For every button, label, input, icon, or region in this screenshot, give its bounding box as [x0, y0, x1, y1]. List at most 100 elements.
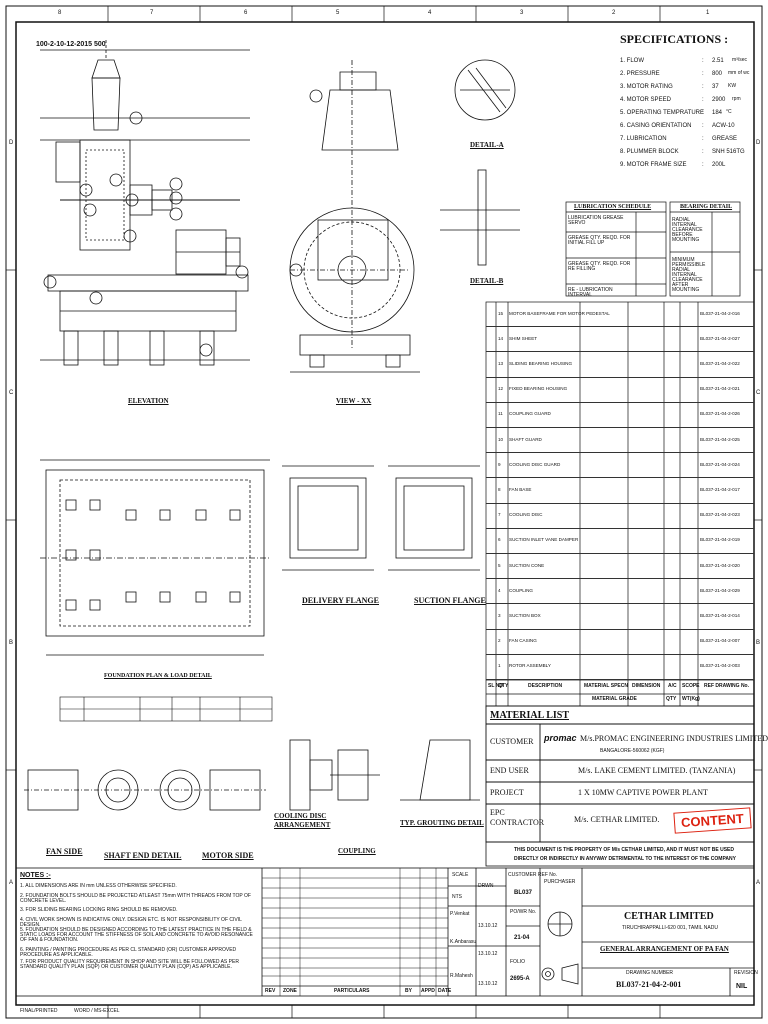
project-value: 1 X 10MW CAPTIVE POWER PLANT — [578, 788, 708, 797]
bom-description: SUCTION INLET VANE DAMPER — [509, 537, 579, 543]
spec-label: 9. MOTOR FRAME SIZE — [620, 162, 687, 168]
view-label-coupling: COUPLING — [338, 847, 376, 855]
drawn-by: P.Venkat — [450, 911, 470, 917]
footer-left: FINAL/PRINTED — [20, 1008, 58, 1014]
folio-value: 2695-A — [510, 976, 530, 982]
bom-description: COOLING DISC — [509, 512, 543, 518]
bom-header-qty: QTY — [498, 683, 509, 689]
spec-unit: rpm — [732, 96, 741, 102]
notice-line: DIRECTLY OR INDIRECTLY IN ANYWAY DETRIME… — [514, 856, 736, 862]
zone-letter: B — [9, 640, 14, 646]
bom-description: COUPLING GUARD — [509, 411, 551, 417]
spec-label: 8. PLUMMER BLOCK — [620, 149, 679, 155]
spec-label: 2. PRESSURE — [620, 71, 660, 77]
lubrication-title: LUBRICATION SCHEDULE — [574, 204, 652, 210]
bom-description: COUPLING — [509, 587, 533, 593]
bom-header-slno: SL NO — [488, 683, 504, 689]
bearing-row: RADIAL INTERNAL CLEARANCE BEFORE MOUNTIN… — [672, 217, 703, 243]
bom-item-number: 11 — [498, 411, 503, 417]
bom-ref-drawing: BL037-21-04-2-020 — [700, 562, 740, 568]
note-item: 6. PAINTING / PAINTING PROCEDURE AS PER … — [20, 947, 237, 958]
lubrication-row: GREASE QTY. REQD. FOR RE FILLING — [568, 261, 631, 272]
bom-item-number: 12 — [498, 386, 504, 392]
bom-header-scope: SCOPE — [682, 683, 700, 689]
spec-row: 2. PRESSURE : 800 mm of wc — [620, 70, 750, 78]
bom-ref-drawing: BL037-21-04-2-014 — [700, 612, 740, 618]
notice-line: THIS DOCUMENT IS THE PROPERTY OF M/s CET… — [514, 847, 735, 853]
spec-row: 9. MOTOR FRAME SIZE : 200L — [620, 162, 726, 168]
bom-header-grade: MATERIAL GRADE — [592, 696, 637, 702]
epc-value: M/s. CETHAR LIMITED. — [574, 815, 660, 824]
bom-item-number: 8 — [498, 486, 501, 492]
spec-unit: KW — [728, 83, 737, 89]
footer-right: WORD / MS-EXCEL — [74, 1008, 120, 1014]
bom-description: ROTOR ASSEMBLY — [509, 663, 551, 669]
bom-description: MOTOR BASEFRAME FOR MOTOR PEDESTAL — [509, 310, 610, 316]
spec-unit: mm of wc — [728, 70, 750, 76]
bom-ref-drawing: BL037-21-04-2-024 — [700, 461, 740, 467]
note-item: 5. FOUNDATION SHOULD BE DESIGNED ACCORDI… — [20, 927, 253, 943]
zone-number: 5 — [336, 10, 340, 16]
bom-description: FAN BASE — [509, 486, 532, 492]
bearing-title: BEARING DETAIL — [680, 204, 733, 210]
zone-letter: B — [756, 640, 761, 646]
note-item: 3. FOR SLIDING BEARING LOCKING RING SHOU… — [20, 907, 178, 913]
spec-row: 4. MOTOR SPEED : 2900 rpm — [620, 96, 741, 104]
promac-logo: promac — [544, 733, 577, 743]
spec-value: SNH 516TG — [712, 149, 745, 155]
bom-ref-drawing: BL037-21-04-2-021 — [700, 386, 740, 392]
bom-header-dimension: DIMENSION — [632, 683, 661, 689]
bom-description: SUCTION CONE — [509, 562, 545, 568]
zone-letter: C — [9, 390, 14, 396]
drawing-header-code: 100-2-10-12-2015 500 — [36, 41, 106, 48]
project-label: PROJECT — [490, 788, 524, 797]
spec-row: 8. PLUMMER BLOCK : SNH 516TG — [620, 149, 745, 155]
bom-description: FIXED BEARING HOUSING — [509, 386, 568, 392]
spec-value: 37 — [712, 84, 719, 90]
po-label: PO/WR No. — [510, 909, 537, 915]
bearing-row: MINIMUM PERMISSIBLE RADIAL INTERNAL CLEA… — [672, 257, 706, 293]
rev-header-rev: REV — [265, 988, 276, 994]
bom-header-ref: REF DRAWING No. — [704, 683, 749, 689]
zone-letter: D — [9, 140, 14, 146]
bom-description: SHAFT GUARD — [509, 436, 542, 442]
rev-header-by: BY — [405, 988, 412, 994]
spec-label: 3. MOTOR RATING — [620, 84, 673, 90]
bom-ref-drawing: BL037-21-04-2-003 — [700, 663, 740, 669]
bom-item-number: 5 — [498, 562, 501, 568]
company-name: CETHAR LIMITED — [624, 911, 714, 922]
spec-value: 2.51 — [712, 58, 724, 64]
view-label-delivery-flange: DELIVERY FLANGE — [302, 596, 379, 605]
spec-value: 184 — [712, 110, 723, 116]
zone-number: 6 — [244, 10, 248, 16]
bom-item-number: 13 — [498, 360, 504, 366]
customer-ref-label: CUSTOMER REF No. — [508, 872, 558, 878]
zone-number: 8 — [58, 10, 62, 16]
spec-label: 4. MOTOR SPEED — [620, 97, 671, 103]
spec-value: 2900 — [712, 97, 726, 103]
view-label-elevation: ELEVATION — [128, 397, 169, 405]
spec-row: 3. MOTOR RATING : 37 KW — [620, 83, 737, 91]
bom-header-ac: A/C — [668, 683, 677, 689]
spec-row: 6. CASING ORIENTATION : ACW-10 — [620, 123, 735, 129]
bom-item-number: 3 — [498, 612, 501, 618]
customer-label: CUSTOMER — [490, 737, 534, 746]
po-value: 21-04 — [514, 935, 530, 941]
spec-label: 6. CASING ORIENTATION — [620, 123, 692, 129]
view-label-fan-side: FAN SIDE — [46, 847, 83, 856]
bom-description: SHIM SHEET — [509, 335, 538, 341]
spec-row: 5. OPERATING TEMPRATURE : 184 °C — [620, 109, 732, 117]
view-label-grouting: TYP. GROUTING DETAIL — [400, 819, 484, 827]
approved-by: R.Mahesh — [450, 973, 473, 979]
bom-description: SLIDING BEARING HOUSING — [509, 360, 573, 366]
bom-description: FAN CASING — [509, 638, 537, 644]
rev-header-particulars: PARTICULARS — [334, 988, 370, 994]
bom-item-number: 15 — [498, 310, 504, 316]
